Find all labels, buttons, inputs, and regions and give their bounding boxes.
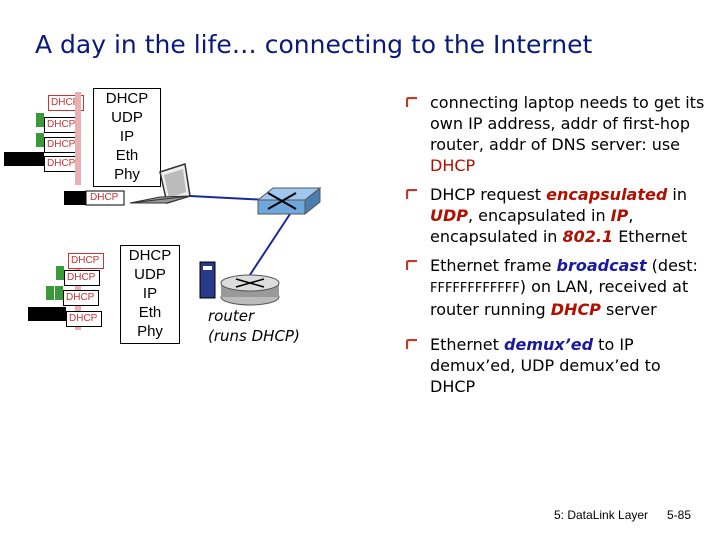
bullet-item-3: Ethernet frame broadcast (dest: FFFFFFFF… xyxy=(406,255,706,320)
bullet-mark-icon xyxy=(406,189,418,200)
bullet-3-dhcp: DHCP xyxy=(551,300,601,319)
bullet-3-text-b: (dest: xyxy=(647,256,698,275)
router-ip-header xyxy=(46,286,54,300)
server-icon xyxy=(200,262,215,298)
bullet-3-broadcast: broadcast xyxy=(557,256,647,275)
bullet-3-mac: FFFFFFFFFFFF xyxy=(430,281,520,296)
router-icon xyxy=(221,275,279,305)
router-packet-udp: DHCP xyxy=(56,266,100,282)
router-packet-eth: DHCP xyxy=(28,307,102,323)
router-packet-eth-payload: DHCP xyxy=(66,311,102,327)
laptop-cable xyxy=(190,196,268,200)
router-packet-udp-payload: DHCP xyxy=(64,270,100,286)
router-caption-line1: router xyxy=(208,306,300,326)
bullet-2-udp: UDP xyxy=(430,206,468,225)
bullet-mark-icon xyxy=(406,339,418,350)
router-layer-ip: IP xyxy=(121,284,179,304)
bullet-1-text: connecting laptop needs to get its own I… xyxy=(430,93,704,154)
bullet-2-text-e: Ethernet xyxy=(613,227,687,246)
router-layer-dhcp: DHCP xyxy=(121,246,179,266)
bullet-4-text-a: Ethernet xyxy=(430,335,504,354)
bullet-3-text-d: server xyxy=(601,300,657,319)
frame-packet-label: DHCP xyxy=(88,190,120,206)
bullet-2-8021: 802.1 xyxy=(563,227,614,246)
router-caption-line2: (runs DHCP) xyxy=(208,326,300,346)
router-layer-udp: UDP xyxy=(121,265,179,285)
frame-eth-header xyxy=(64,191,86,205)
bullet-list: connecting laptop needs to get its own I… xyxy=(406,92,706,405)
router-eth-header xyxy=(28,307,66,321)
router-protocol-stack: DHCP UDP IP Eth Phy xyxy=(120,245,180,344)
footer-page-number: 5-85 xyxy=(667,508,691,522)
bullet-mark-icon xyxy=(406,260,418,271)
bullet-2-encapsulated: encapsulated xyxy=(546,185,667,204)
router-udp-header xyxy=(56,266,64,280)
laptop-icon xyxy=(130,164,190,203)
bullet-2-ip: IP xyxy=(611,206,629,225)
router-packet-ip-payload: DHCP xyxy=(63,290,99,306)
router-layer-phy: Phy xyxy=(121,322,179,342)
bullet-item-4: Ethernet demux’ed to IP demux’ed, UDP de… xyxy=(406,334,706,397)
bullet-mark-icon xyxy=(406,97,418,108)
switch-icon xyxy=(258,188,320,214)
bullet-item-1: connecting laptop needs to get its own I… xyxy=(406,92,706,176)
router-packet-ip: DHCP xyxy=(46,286,99,302)
bullet-2-text-c: , encapsulated in xyxy=(468,206,611,225)
frame-packet-text: DHCP xyxy=(88,191,120,205)
footer-chapter: 5: DataLink Layer xyxy=(554,508,648,522)
bullet-2-text-b: in xyxy=(667,185,687,204)
bullet-4-demuxed: demux’ed xyxy=(504,335,593,354)
router-layer-eth: Eth xyxy=(121,303,179,323)
router-caption: router (runs DHCP) xyxy=(208,306,300,346)
bullet-item-2: DHCP request encapsulated in UDP, encaps… xyxy=(406,184,706,247)
router-ip-header2 xyxy=(55,286,63,300)
bullet-2-text-a: DHCP request xyxy=(430,185,546,204)
bullet-1-highlight: DHCP xyxy=(430,156,475,175)
bullet-3-text-a: Ethernet frame xyxy=(430,256,557,275)
